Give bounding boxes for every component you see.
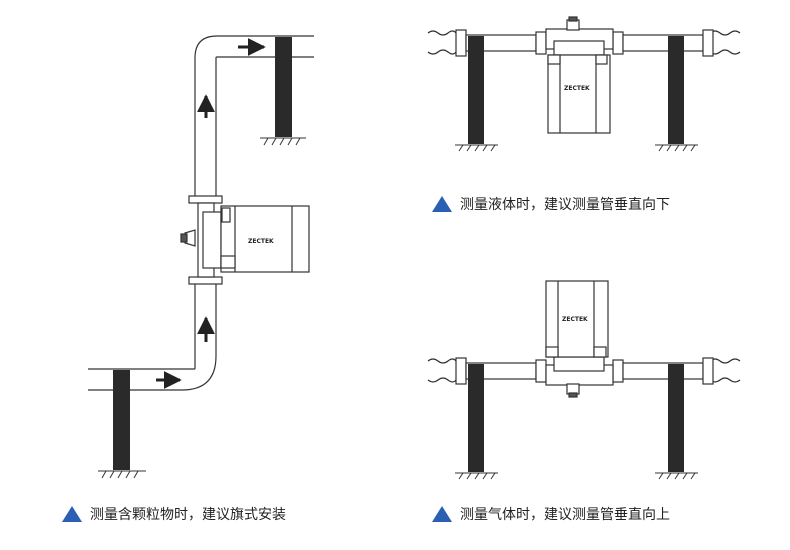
caption-liquid: 测量液体时，建议测量管垂直向下 — [432, 194, 670, 214]
flow-arrow — [156, 38, 266, 389]
support-pillar — [468, 36, 484, 144]
flag-brand-label: ZECTEK — [248, 238, 274, 245]
caption-solids: 测量含颗粒物时，建议旗式安装 — [62, 504, 286, 524]
caption-text: 测量气体时，建议测量管垂直向上 — [460, 507, 670, 523]
ground-hatch — [98, 137, 306, 479]
liquid-brand-label: ZECTEK — [564, 85, 590, 92]
triangle-icon — [62, 506, 82, 522]
triangle-icon — [432, 506, 452, 522]
liquid-install-diagram — [427, 16, 741, 134]
support-pillar — [668, 364, 684, 472]
support-pillar — [468, 364, 484, 472]
flag-install-diagram — [88, 35, 314, 391]
caption-gas: 测量气体时，建议测量管垂直向上 — [432, 504, 670, 524]
ground-hatch — [455, 144, 698, 152]
caption-text: 测量含颗粒物时，建议旗式安装 — [90, 507, 286, 523]
support-pillar — [275, 37, 292, 137]
ground-hatch — [455, 472, 698, 480]
support-pillar — [668, 36, 684, 144]
caption-text: 测量液体时，建议测量管垂直向下 — [460, 197, 670, 213]
support-pillar — [113, 370, 130, 470]
gas-brand-label: ZECTEK — [562, 316, 588, 323]
triangle-icon — [432, 196, 452, 212]
